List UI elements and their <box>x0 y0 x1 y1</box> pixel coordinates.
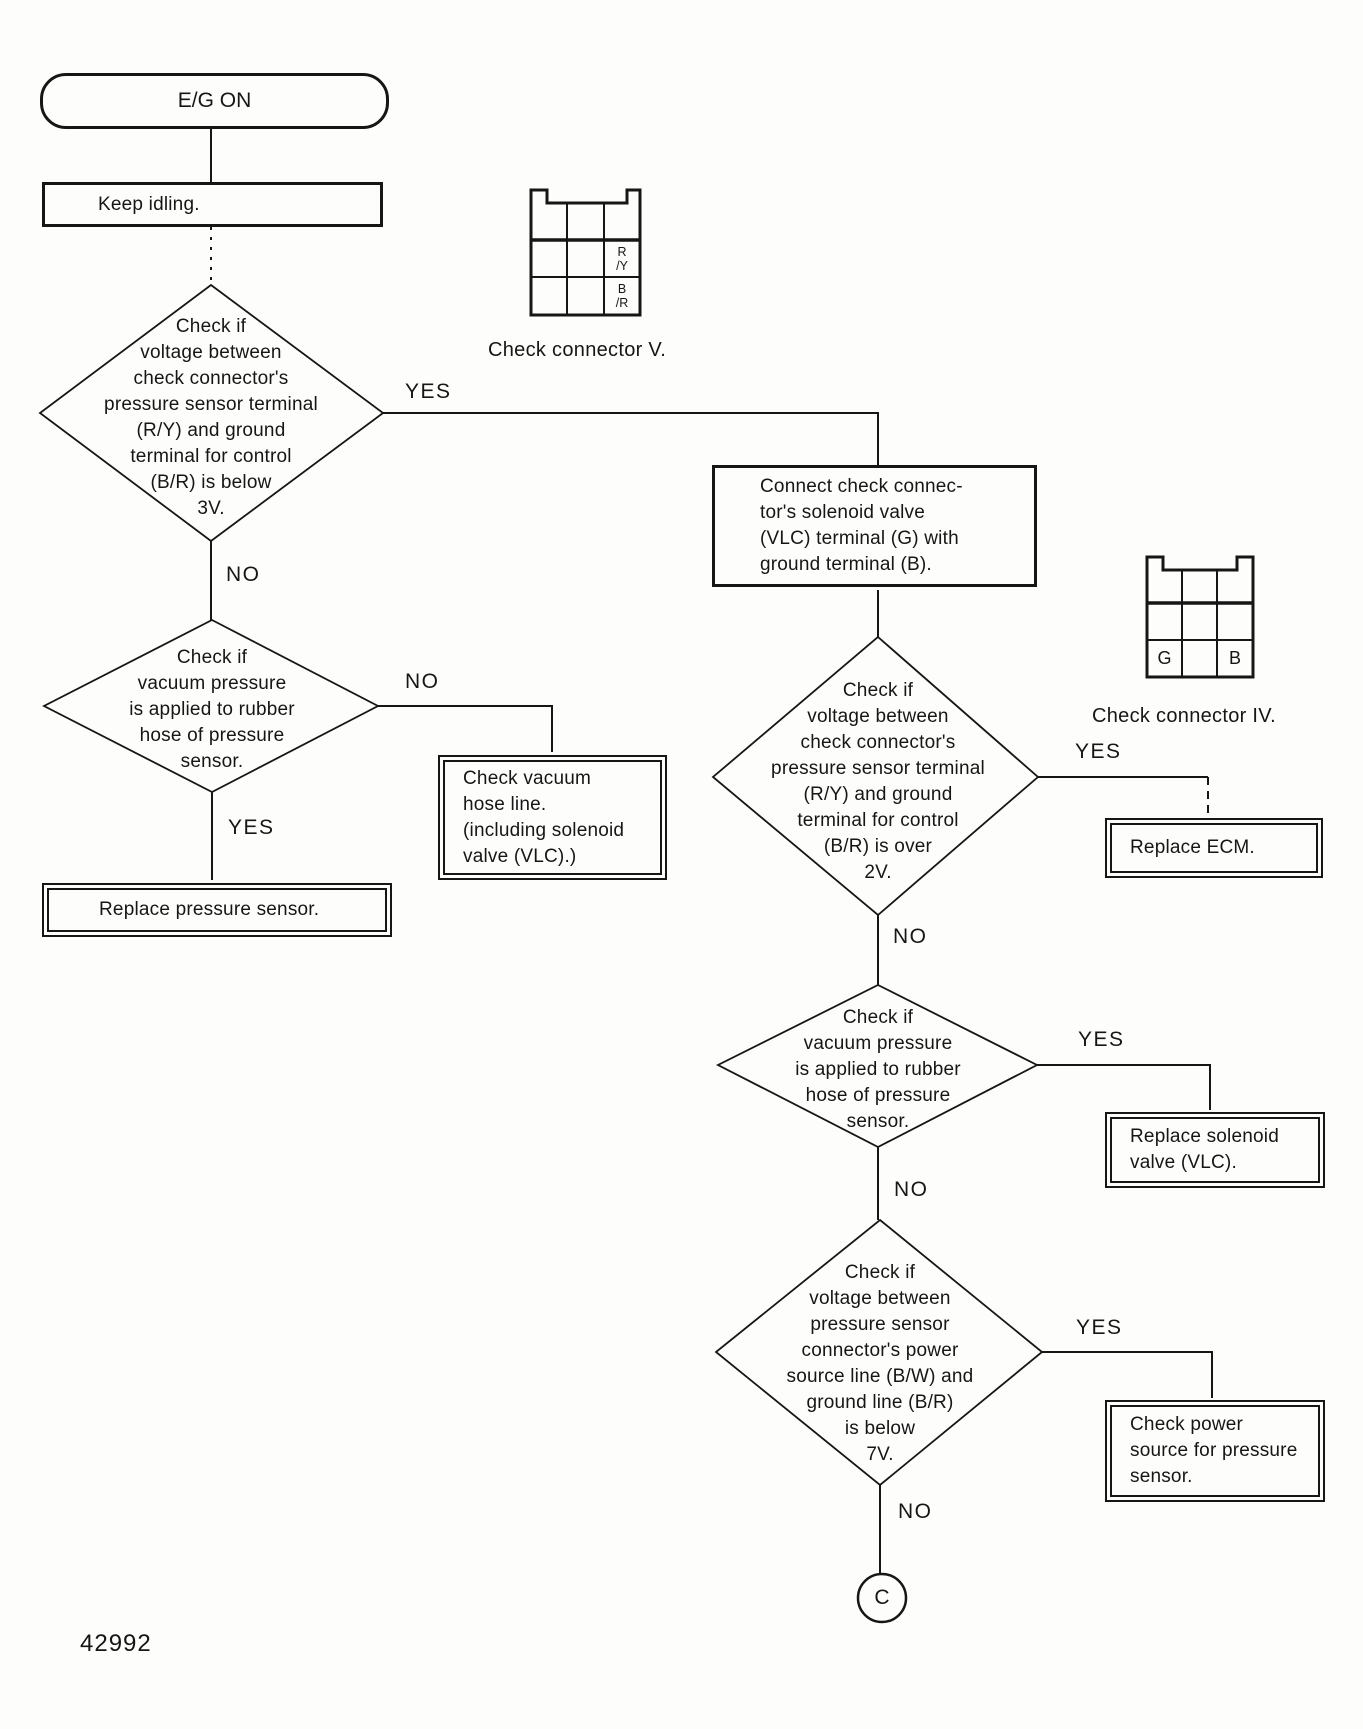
edge-decisionR3-yes <box>1042 1351 1213 1398</box>
connector-v-cell-br: B /R <box>615 282 629 310</box>
edge-label-below3v-no: NO <box>226 563 261 586</box>
keep-idling-box: Keep idling. <box>42 182 383 227</box>
check-vacuum-hose-box: Check vacuum hose line. (including solen… <box>438 755 667 880</box>
decision-vacuum-right: Check if vacuum pressure is applied to r… <box>795 1007 961 1132</box>
edge-label-vacuum-left-no: NO <box>405 670 440 693</box>
decision-voltage-over-2v: Check if voltage between check connector… <box>771 680 985 883</box>
replace-solenoid-valve-label: Replace solenoid valve (VLC). <box>1130 1126 1279 1173</box>
decision-vacuum-left-shape <box>42 618 380 794</box>
check-vacuum-hose-label: Check vacuum hose line. (including solen… <box>463 767 625 867</box>
replace-ecm-label: Replace ECM. <box>1130 837 1255 858</box>
connector-v-diagram <box>529 188 642 317</box>
decision-voltage-over-2v-shape <box>711 635 1040 917</box>
offpage-connector-circle <box>856 1572 908 1624</box>
edge-decision1-yes <box>383 412 879 465</box>
edge-label-vacuum-right-no: NO <box>894 1178 929 1201</box>
start-terminal: E/G ON <box>40 73 389 129</box>
connect-check-connector-label: Connect check connec- tor's solenoid val… <box>760 476 963 575</box>
decision-voltage-below-7v-shape <box>714 1218 1044 1487</box>
connector-v-cell-ry: R /Y <box>616 244 628 273</box>
replace-pressure-sensor-label: Replace pressure sensor. <box>99 899 320 920</box>
connector-iv-cell-g: G <box>1157 648 1172 668</box>
start-terminal-label: E/G ON <box>177 89 252 112</box>
check-power-source-label: Check power source for pressure sensor. <box>1130 1414 1298 1487</box>
check-power-source-box: Check power source for pressure sensor. <box>1105 1400 1325 1502</box>
edge-label-vacuum-left-yes: YES <box>228 816 275 839</box>
keep-idling-label: Keep idling. <box>98 193 200 215</box>
connector-v-caption: Check connector V. <box>488 339 667 361</box>
edge-label-over2v-no: NO <box>893 925 928 948</box>
offpage-connector-c: C <box>874 1586 890 1609</box>
edge-decision2-no <box>378 705 553 752</box>
figure-number: 42992 <box>80 1630 152 1657</box>
edge-label-below3v-yes: YES <box>405 380 452 403</box>
connector-iv-diagram <box>1145 555 1255 679</box>
decision-vacuum-right-shape <box>716 983 1039 1149</box>
decision-voltage-below-3v-shape <box>38 283 385 543</box>
connector-iv-caption: Check connector IV. <box>1092 705 1276 727</box>
replace-pressure-sensor-box: Replace pressure sensor. <box>42 883 392 937</box>
edge-label-below7v-yes: YES <box>1076 1316 1123 1339</box>
decision-vacuum-left: Check if vacuum pressure is applied to r… <box>129 647 295 772</box>
decision-voltage-below-7v: Check if voltage between pressure sensor… <box>786 1262 974 1465</box>
edge-decisionR2-yes <box>1037 1064 1211 1110</box>
edge-label-over2v-yes: YES <box>1075 740 1122 763</box>
decision-voltage-below-3v: Check if voltage between check connector… <box>104 316 318 519</box>
connect-check-connector-box: Connect check connec- tor's solenoid val… <box>712 465 1037 587</box>
edge-label-below7v-no: NO <box>898 1500 933 1523</box>
replace-ecm-box: Replace ECM. <box>1105 818 1323 878</box>
replace-solenoid-valve-box: Replace solenoid valve (VLC). <box>1105 1112 1325 1188</box>
edge-label-vacuum-right-yes: YES <box>1078 1028 1125 1051</box>
connector-iv-cell-b: B <box>1228 648 1241 668</box>
